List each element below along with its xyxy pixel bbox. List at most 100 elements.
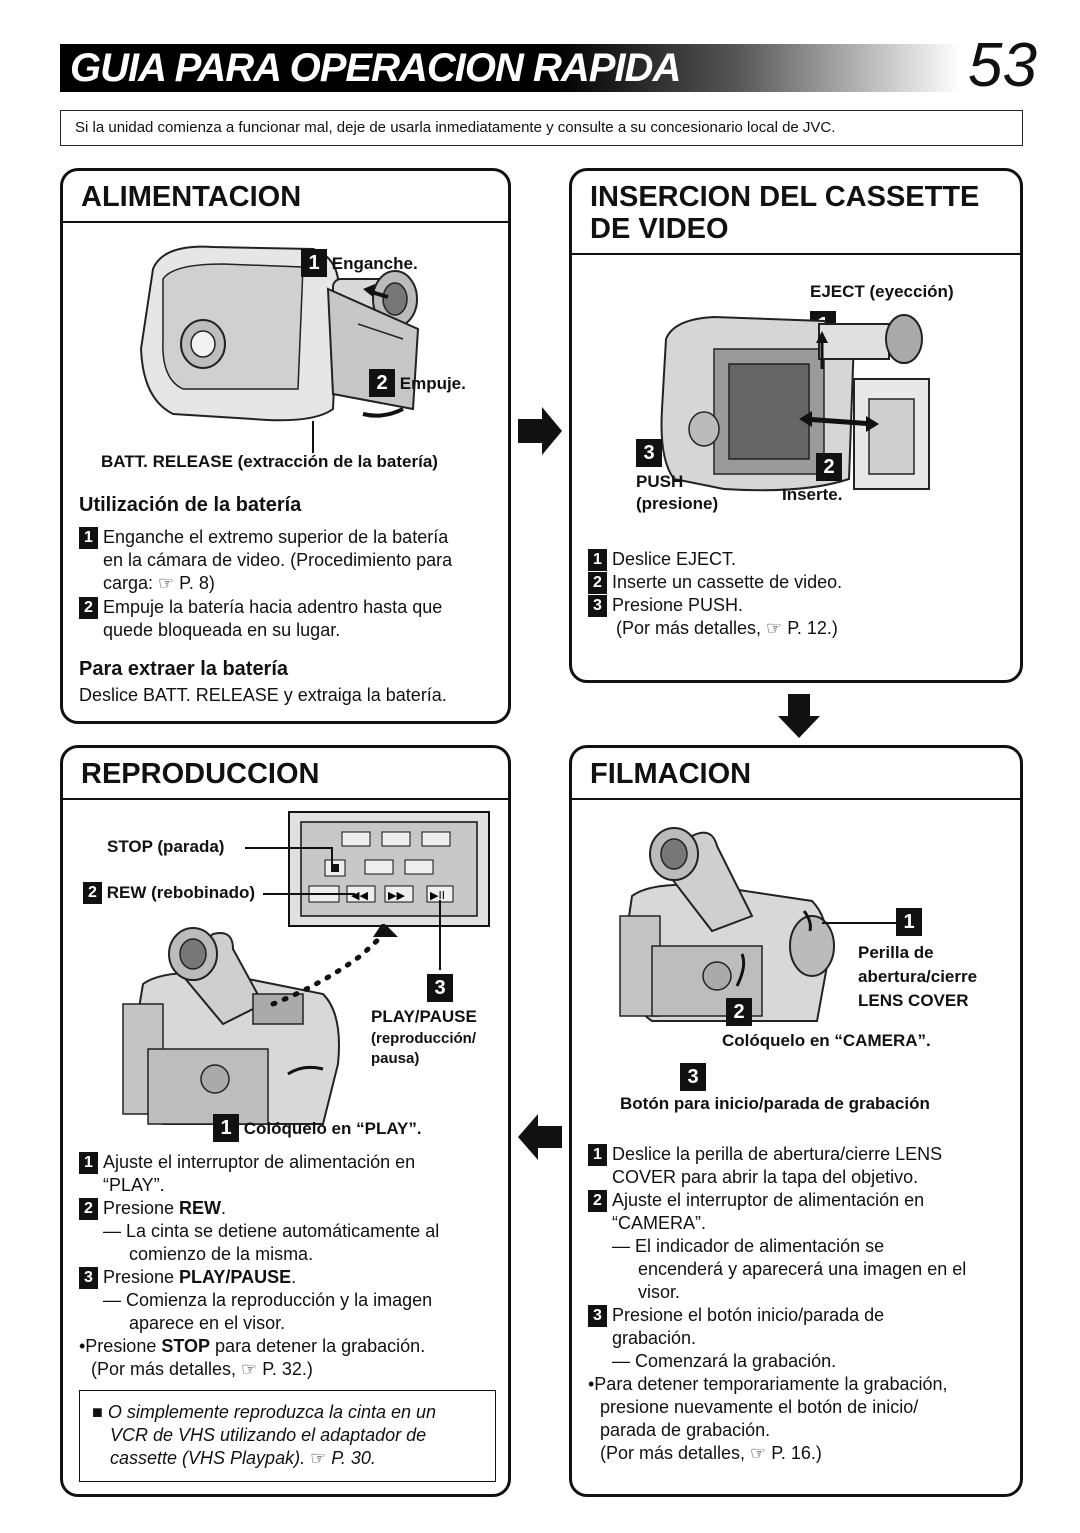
text-line: visor.	[638, 1282, 681, 1302]
camcorder-record-illustration	[619, 827, 835, 1022]
step-text: Inserte un cassette de video.	[612, 572, 843, 592]
text-line: presione nuevamente el botón de inicio/	[600, 1397, 919, 1417]
text-line: — Comenzará la grabación.	[612, 1351, 837, 1371]
step-marker: 3	[588, 1305, 607, 1327]
step-marker: 2	[79, 1198, 98, 1220]
text-line: Presione el botón inicio/parada de	[612, 1305, 885, 1325]
step-text: Ajuste el interruptor de alimentación en…	[103, 1151, 415, 1197]
callout-play-switch: 1 Colóquelo en “PLAY”.	[213, 1114, 422, 1142]
text-line: grabación.	[612, 1328, 697, 1348]
leader-line	[263, 893, 355, 895]
panel-reproduccion: REPRODUCCION ◀◀ ▶▶ ▶II STOP (parada) 2 R…	[60, 745, 511, 1497]
step-marker: 2	[83, 882, 102, 904]
callout-batt-release: BATT. RELEASE (extracción de la batería)	[101, 452, 438, 471]
detail-reference: (Por más detalles, ☞ P. 32.)	[91, 1359, 313, 1379]
section-title: REPRODUCCION	[81, 758, 320, 790]
step-item: 2 Empuje la batería hacia adentro hasta …	[79, 596, 499, 644]
text-line: carga: ☞ P. 8)	[103, 573, 215, 593]
page-title: GUIA PARA OPERACION RAPIDA	[70, 46, 681, 90]
note-line: VCR de VHS utilizando el adaptador de	[110, 1425, 427, 1445]
step-text: Enganche el extremo superior de la bater…	[103, 526, 452, 595]
text-run-bold: STOP	[161, 1336, 211, 1356]
divider	[63, 221, 508, 223]
camcorder-play-illustration	[122, 924, 398, 1125]
text-run: •Presione	[79, 1336, 162, 1356]
text-run: para detener la grabación.	[210, 1336, 426, 1356]
text-run: .	[221, 1198, 227, 1218]
text-line: COVER para abrir la tapa del objetivo.	[612, 1167, 919, 1187]
step-item: 2 Presione REW.	[79, 1197, 499, 1220]
arrow-right-icon	[518, 407, 562, 455]
callout-play-pause: PLAY/PAUSE	[371, 1007, 477, 1026]
step-marker: 1	[896, 908, 922, 936]
callout-step2: 2 Empuje.	[369, 369, 466, 397]
section-title-line2: DE VIDEO	[590, 213, 729, 245]
step-marker: 1	[301, 249, 327, 277]
step-marker: 3	[79, 1267, 98, 1289]
step-item: 2 Inserte un cassette de video.	[588, 571, 1008, 594]
text-run-bold: PLAY/PAUSE	[179, 1267, 292, 1287]
callout-play-pause-sub: (reproducción/ pausa)	[371, 1029, 476, 1069]
subheading-utilizacion: Utilización de la batería	[79, 494, 302, 516]
cassette-insertion-illustration	[660, 314, 930, 492]
section-title: FILMACION	[590, 758, 752, 790]
detail-reference: (Por más detalles, ☞ P. 12.)	[616, 618, 838, 638]
text-line: — Comienza la reproducción y la imagen	[103, 1290, 433, 1310]
step-text: Presione PLAY/PAUSE.	[103, 1266, 296, 1289]
svg-text:▶II: ▶II	[430, 889, 445, 902]
callout-text: REW (rebobinado)	[106, 883, 255, 902]
leader-line	[822, 922, 904, 924]
step-item: 1 Deslice EJECT.	[588, 548, 1008, 571]
leader-line	[312, 421, 314, 453]
step-marker: 1	[588, 549, 607, 571]
section-title: ALIMENTACION	[81, 181, 302, 213]
bullet-item: •Presione STOP para detener la grabación…	[79, 1335, 499, 1381]
text-line: Ajuste el interruptor de alimentación en	[103, 1152, 416, 1172]
callout-inserte: Inserte.	[782, 485, 843, 504]
text-line: •Para detener temporariamente la grabaci…	[588, 1374, 948, 1394]
subheading-extraer: Para extraer la batería	[79, 658, 289, 680]
arrow-down-icon	[778, 694, 820, 738]
leader-line	[245, 847, 333, 849]
step-text: Presione PUSH.	[612, 595, 744, 615]
callout-eject: EJECT (eyección)	[810, 282, 954, 301]
text-line: •Presione STOP para detener la grabación…	[79, 1335, 499, 1358]
callout-push-sub: (presione)	[636, 494, 719, 513]
callout-lens-cover-line3: LENS COVER	[858, 991, 969, 1010]
step-marker: 2	[816, 453, 842, 481]
text-run: Presione	[103, 1267, 180, 1287]
step-marker: 1	[79, 527, 98, 549]
sub-item: — La cinta se detiene automáticamente al…	[103, 1220, 503, 1266]
leader-line	[331, 847, 333, 869]
divider	[63, 798, 508, 800]
panel-alimentacion: ALIMENTACION 1 Enganche. 2 Empuje. BATT.…	[60, 168, 511, 724]
text-line: “PLAY”.	[103, 1175, 165, 1195]
step-marker: 2	[588, 572, 607, 594]
callout-stop: STOP (parada)	[107, 837, 225, 856]
panel-insercion: INSERCION DEL CASSETTE DE VIDEO EJECT (e…	[569, 168, 1023, 683]
step-marker: 2	[79, 597, 98, 619]
callout-lens-cover-line1: Perilla de	[858, 943, 934, 962]
arrow-left-icon	[518, 1114, 562, 1160]
text-run: .	[291, 1267, 297, 1287]
divider	[572, 798, 1020, 800]
callout-step1: 1 Enganche.	[301, 249, 418, 277]
step-marker: 3	[588, 595, 607, 617]
svg-text:◀◀: ◀◀	[351, 889, 368, 902]
step-item: 3 Presione PLAY/PAUSE.	[79, 1266, 499, 1289]
step-item: 1 Enganche el extremo superior de la bat…	[79, 526, 499, 596]
callout-rew: 2 REW (rebobinado)	[83, 882, 255, 904]
callout-push: PUSH	[636, 472, 684, 491]
control-buttons-illustration: ◀◀ ▶▶ ▶II	[288, 811, 490, 927]
extract-text: Deslice BATT. RELEASE y extraiga la bate…	[79, 685, 447, 705]
text-line: Enganche el extremo superior de la bater…	[103, 527, 449, 547]
text-line: — El indicador de alimentación se	[612, 1236, 885, 1256]
text-run-bold: REW	[179, 1198, 222, 1218]
sub-item: — Comienza la reproducción y la imagen a…	[103, 1289, 503, 1335]
header-bar	[60, 44, 960, 92]
note-line: ■ O simplemente reproduzca la cinta en u…	[92, 1402, 437, 1422]
text-line: en la cámara de video. (Procedimiento pa…	[103, 550, 453, 570]
step-item: 3 Presione PUSH.	[588, 594, 1008, 617]
callout-text: pausa)	[371, 1050, 420, 1067]
